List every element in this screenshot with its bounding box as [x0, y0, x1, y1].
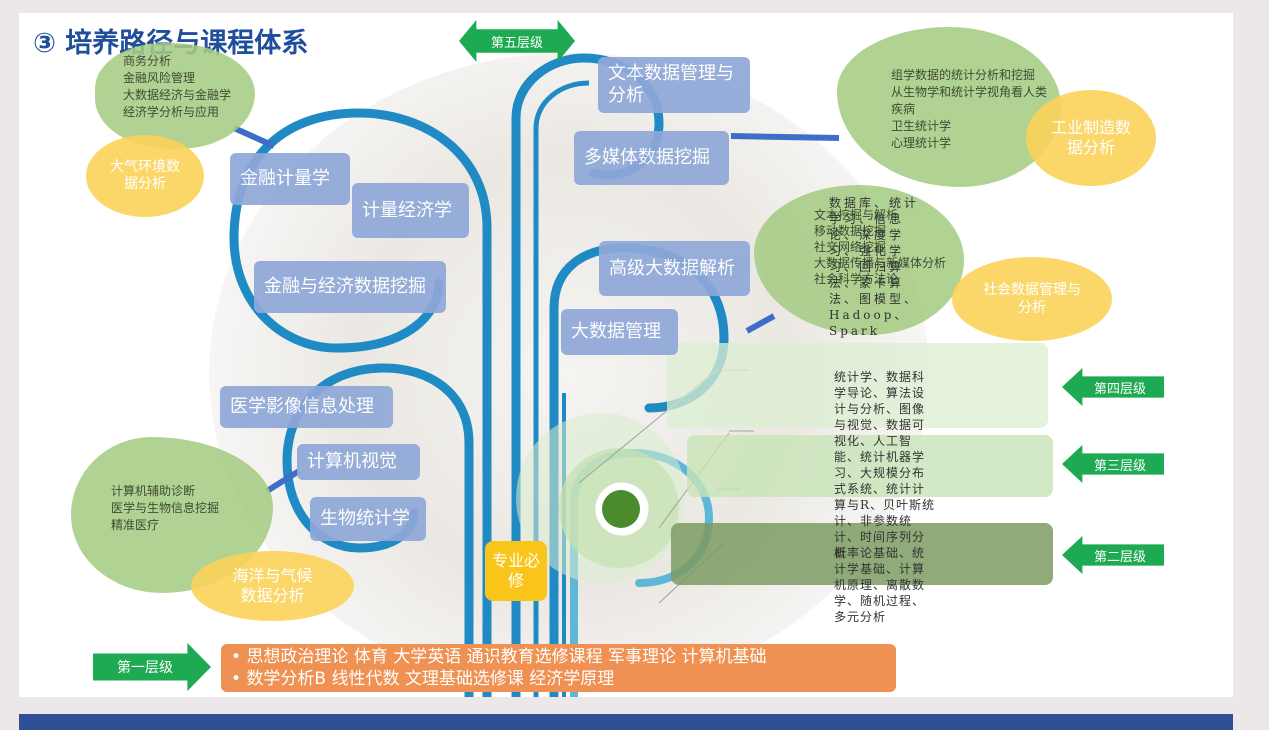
- connector-lower-left: [265, 468, 301, 494]
- core-course-line: 数学分析B 线性代数 文理基础选修课 经济学原理: [231, 668, 886, 690]
- root-core: [602, 490, 640, 528]
- stem-top-inner: [533, 80, 590, 697]
- course-column-core-major: 统计学、数据科学导论、算法设计与分析、图像与视觉、数据可视化、人工智能、统计机器…: [834, 370, 936, 560]
- connector-upper-right: [730, 133, 840, 141]
- direction-item: 社交网络挖掘: [814, 240, 887, 254]
- footer-bar: [19, 714, 1233, 730]
- course-econometrics: 计量经济学: [352, 183, 469, 238]
- band-third-layer: [687, 435, 1053, 497]
- direction-item: 文本挖掘与解析: [814, 208, 899, 222]
- course-financial-data-mining: 金融与经济数据挖掘: [254, 261, 446, 313]
- course-computer-vision: 计算机视觉: [297, 444, 420, 480]
- direction-item: 从生物学和统计学视角看人类疾病: [891, 85, 1048, 116]
- course-financial-econometrics: 金融计量学: [230, 153, 350, 205]
- direction-item: 经济学分析与应用: [123, 105, 220, 119]
- course-column-foundation: 概率论基础、统计学基础、计算机原理、离散数学、随机过程、多元分析: [834, 546, 926, 624]
- connector-middle-right: [745, 313, 776, 334]
- direction-item: 大数据传播与新媒体分析: [814, 256, 947, 270]
- direction-item: 精准医疗: [111, 518, 160, 532]
- direction-item: 移动数据挖掘: [814, 224, 887, 238]
- direction-item: 医学与生物信息挖掘: [111, 501, 220, 515]
- course-big-data-management: 大数据管理: [561, 309, 678, 355]
- direction-item: 大数据经济与金融学: [123, 88, 232, 102]
- direction-item: 心理统计学: [891, 136, 952, 150]
- highlight-upper-left: 大气环境数据分析: [86, 135, 204, 217]
- core-courses-box: 思想政治理论 体育 大学英语 通识教育选修课程 军事理论 计算机基础 数学分析B…: [221, 644, 896, 692]
- course-column-advanced: 数据库、统计学习、信息论、深度学习、强化学习、回归算法、蒙卡算法、图模型、Had…: [829, 196, 920, 338]
- direction-item: 金融风险管理: [123, 71, 196, 85]
- direction-blob-middle-right: 文本挖掘与解析 移动数据挖掘 社交网络挖掘 大数据传播与新媒体分析 社会科学方法…: [754, 185, 964, 335]
- highlight-lower-left: 海洋与气候数据分析: [191, 551, 354, 621]
- core-course-line: 思想政治理论 体育 大学英语 通识教育选修课程 军事理论 计算机基础: [231, 646, 886, 668]
- stem-lower-left: [282, 363, 474, 697]
- course-medical-imaging: 医学影像信息处理: [220, 386, 393, 428]
- course-advanced-big-data: 高级大数据解析: [599, 241, 750, 296]
- band-second-layer: [671, 523, 1053, 585]
- course-multimedia-mining: 多媒体数据挖掘: [574, 131, 729, 185]
- major-required-box: 专业必修: [485, 541, 547, 601]
- highlight-middle-right: 社会数据管理与分析: [952, 257, 1112, 341]
- stem-upper-left: [229, 108, 492, 697]
- direction-blob-upper-right: 组学数据的统计分析和挖掘 从生物学和统计学视角看人类疾病 卫生统计学 心理统计学: [837, 27, 1061, 187]
- direction-item: 组学数据的统计分析和挖掘: [891, 68, 1036, 82]
- direction-blob-upper-left: 商务分析 金融风险管理 大数据经济与金融学 经济学分析与应用: [95, 43, 255, 149]
- connector-upper-left: [232, 125, 276, 149]
- band-fourth-layer: [667, 343, 1048, 428]
- highlight-upper-right: 工业制造数据分析: [1026, 90, 1156, 186]
- direction-item: 卫生统计学: [891, 119, 952, 133]
- slide-canvas: ③ 培养路径与课程体系 商务分析 金融风险管理 大数据经济与金融学 经济学分析与…: [19, 13, 1233, 697]
- course-biostatistics: 生物统计学: [310, 497, 426, 541]
- direction-item: 商务分析: [123, 54, 172, 68]
- direction-item: 社会科学方法论: [814, 272, 899, 286]
- course-text-data: 文本数据管理与分析: [598, 57, 750, 113]
- direction-item: 计算机辅助诊断: [111, 484, 196, 498]
